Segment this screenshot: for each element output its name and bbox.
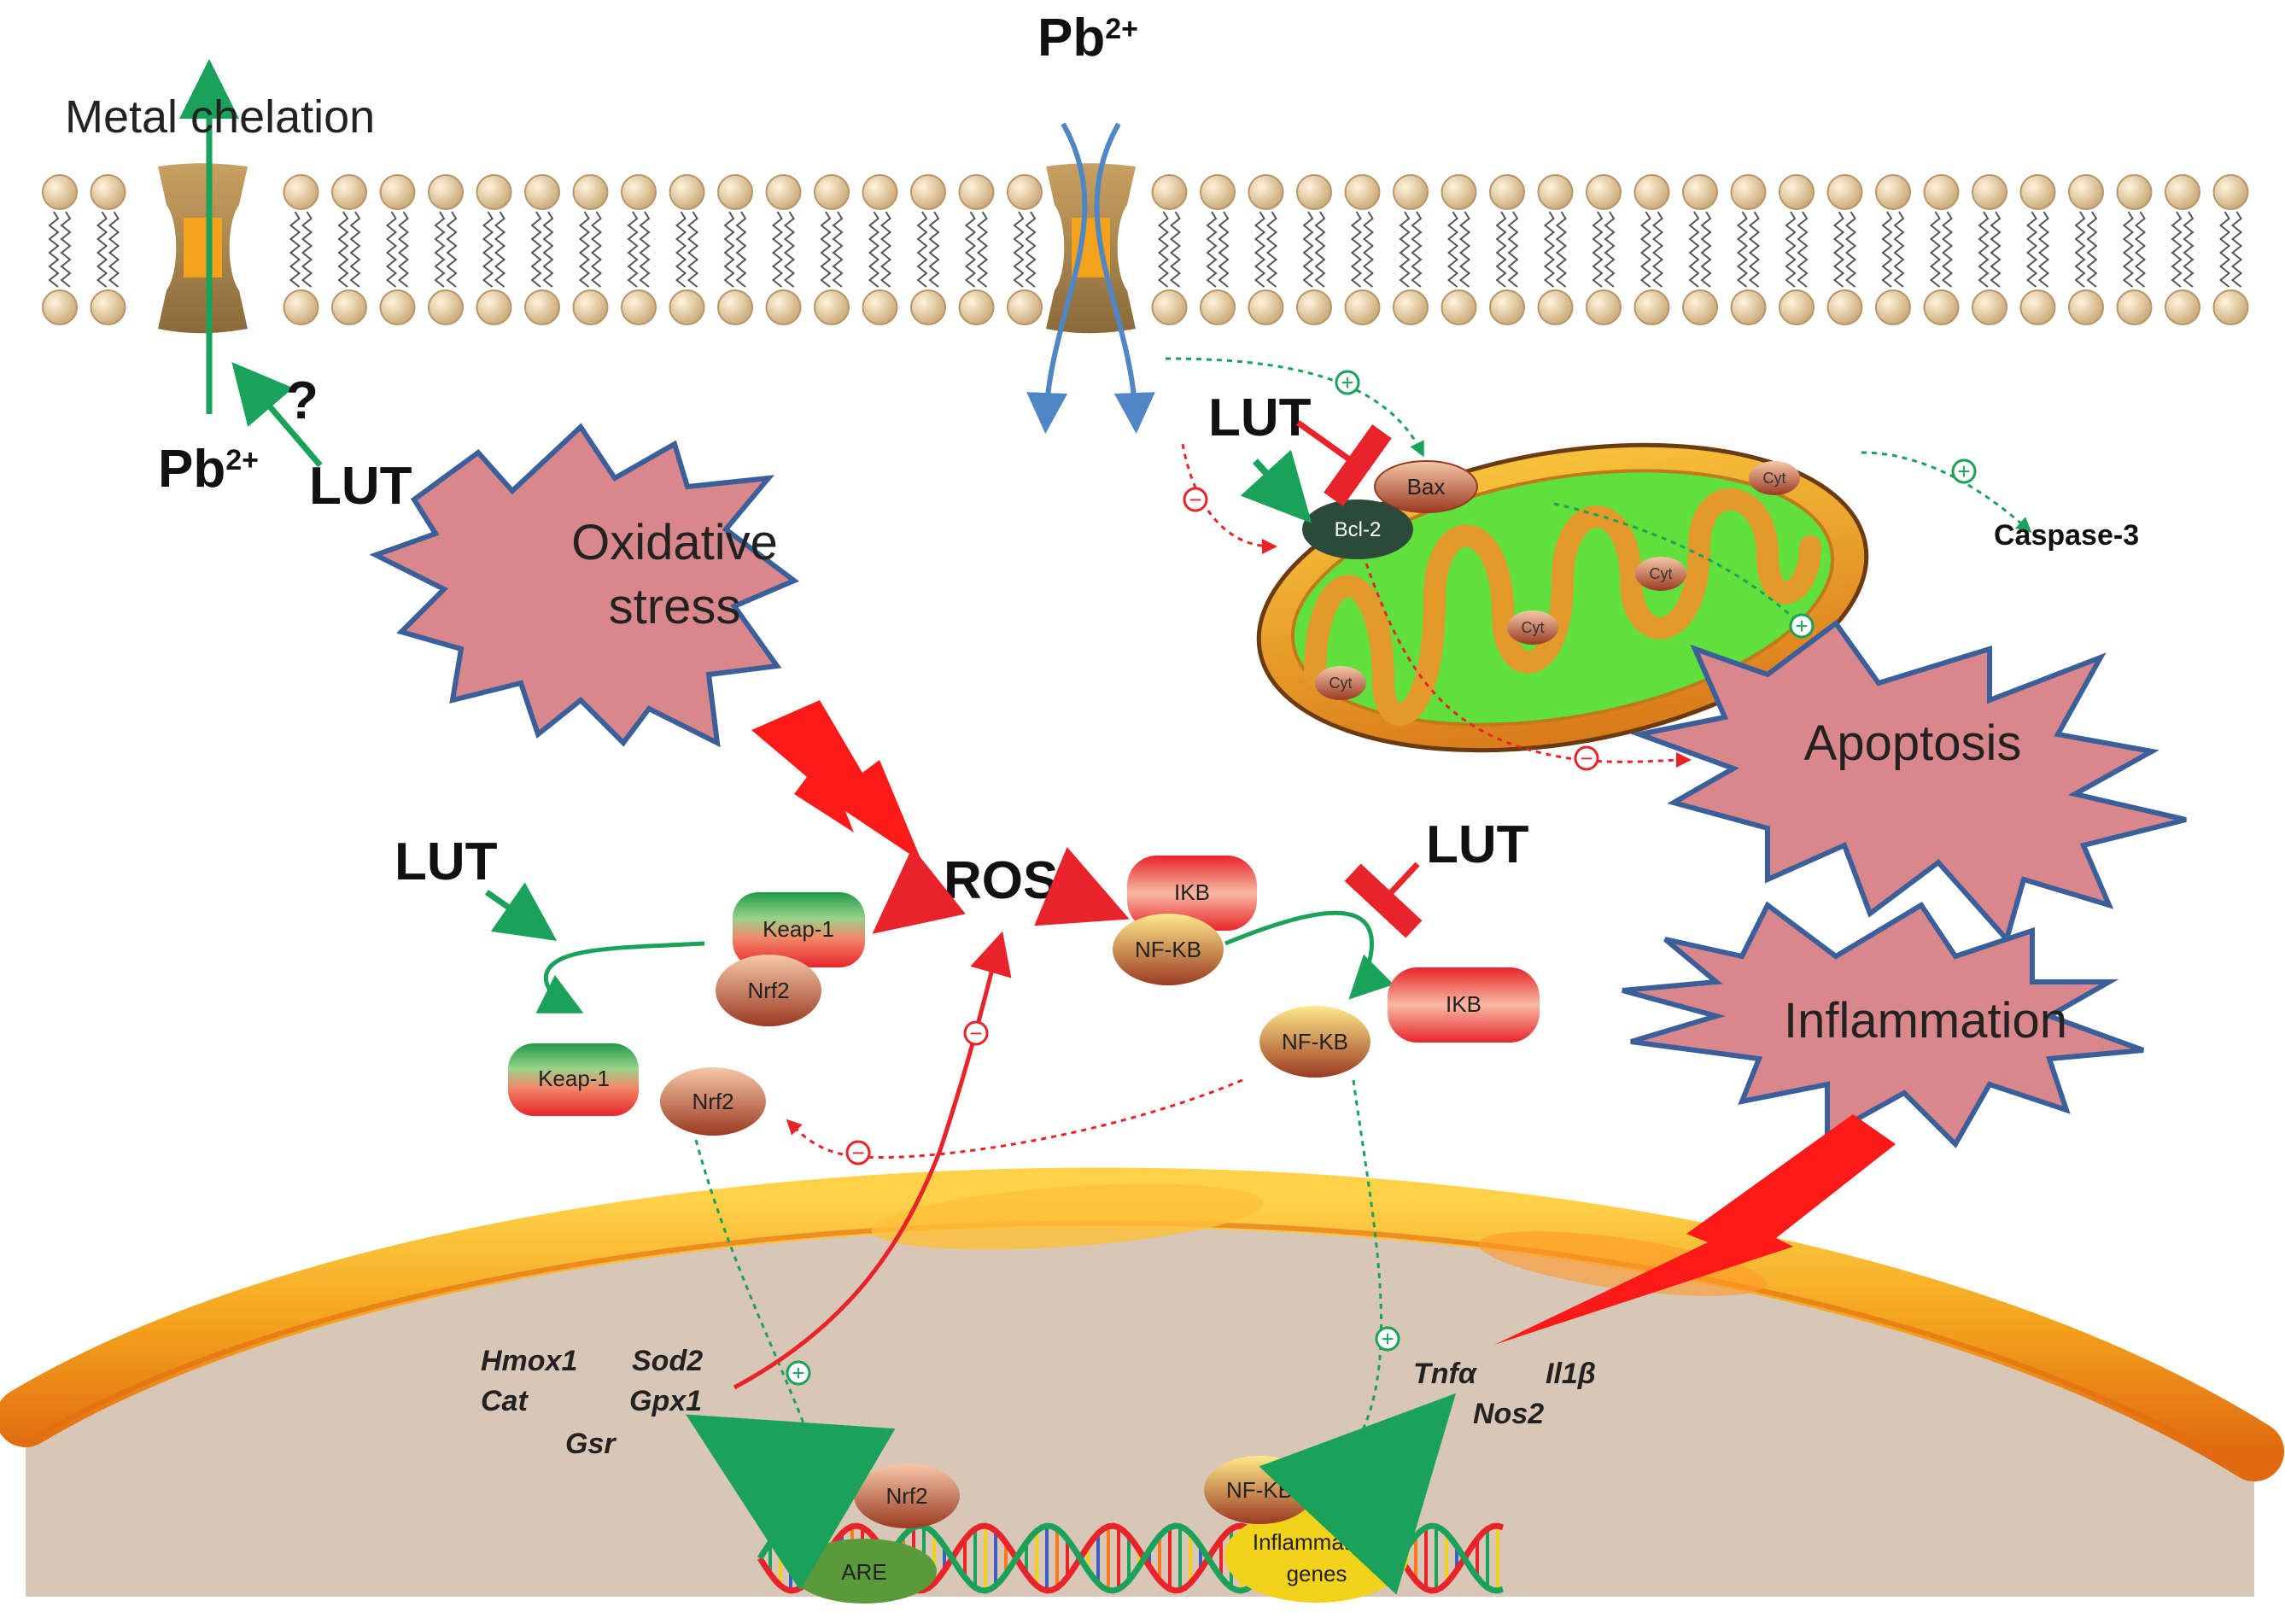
gene-tnfa: Tnfα	[1413, 1358, 1478, 1390]
minus-text-nfkb-nrf2: −	[851, 1140, 864, 1165]
svg-text:−: −	[1580, 745, 1592, 771]
svg-text:ARE: ARE	[841, 1559, 886, 1585]
inflammation-label: Inflammation	[1784, 993, 2067, 1049]
svg-text:Cyt: Cyt	[1650, 565, 1673, 582]
cyt-proteins: Cyt Cyt Cyt Cyt	[1315, 461, 1800, 700]
ros-to-ikb-arrow	[1034, 846, 1130, 926]
bax-protein: Bax	[1374, 460, 1478, 513]
nfkb-protein-free: NF-KB	[1259, 1006, 1370, 1078]
keap1-protein-free: Keap-1	[508, 1043, 639, 1116]
nfkb-to-inflammatory-genes	[1314, 1079, 1382, 1485]
antioxidant-inhibits-ros	[733, 931, 1012, 1390]
minus-marker-nfkb-nrf2	[845, 1140, 871, 1165]
lut-activates-bcl2	[1240, 449, 1312, 523]
sign-markers-mito: + − + + −	[1183, 370, 1977, 771]
svg-text:+: +	[1795, 613, 1808, 639]
caspase-3-label: Caspase-3	[1994, 519, 2139, 552]
svg-text:IKB: IKB	[1446, 991, 1481, 1017]
nrf2-protein-free: Nrf2	[660, 1067, 766, 1136]
ikb-protein-free: IKB	[1388, 967, 1540, 1043]
svg-text:Cyt: Cyt	[1763, 470, 1786, 487]
keap1-protein-bound: Keap-1	[733, 892, 865, 967]
nfkb-inhibits-nrf2	[786, 1078, 1243, 1159]
metal-chelation-label: Metal chelation	[65, 91, 375, 143]
lut-to-keap-arrow	[485, 882, 558, 941]
svg-text:Keap-1: Keap-1	[763, 916, 834, 942]
gene-gsr: Gsr	[565, 1428, 617, 1460]
nrf2-nuclear: Nrf2	[854, 1463, 960, 1528]
pb-channel-center	[1026, 122, 1155, 434]
lut-label-nrf2: LUT	[394, 832, 498, 891]
gene-nos2: Nos2	[1473, 1398, 1544, 1430]
apoptosis-burst: Apoptosis	[1629, 619, 2187, 945]
svg-text:NF-KB: NF-KB	[1282, 1029, 1348, 1054]
ros-label: ROS	[944, 851, 1058, 910]
svg-text:Nrf2: Nrf2	[692, 1089, 733, 1114]
lut-inhibits-bax	[1295, 420, 1392, 507]
svg-text:Cyt: Cyt	[1330, 675, 1353, 692]
svg-text:NF-KB: NF-KB	[1135, 937, 1201, 962]
svg-text:Bax: Bax	[1407, 474, 1446, 499]
nucleus	[0, 1167, 2284, 1597]
minus-marker-ros	[963, 1020, 989, 1046]
lightning-bolt-inflammation	[1494, 1114, 1896, 1345]
nfkb-protein-bound: NF-KB	[1113, 914, 1224, 985]
svg-text:genes: genes	[1287, 1561, 1347, 1586]
are-element: ARE	[792, 1539, 937, 1604]
gene-sod2: Sod2	[632, 1345, 703, 1377]
gene-gpx1: Gpx1	[629, 1385, 702, 1417]
pb-activates-bax	[1165, 357, 1424, 458]
bcl2-protein: Bcl-2	[1302, 499, 1413, 559]
svg-text:IKB: IKB	[1174, 879, 1210, 905]
svg-text:+: +	[1341, 370, 1353, 395]
oxidative-label: Oxidative	[571, 515, 778, 570]
bcl2-inhibits-apoptosis	[1365, 563, 1692, 768]
svg-text:Nrf2: Nrf2	[747, 978, 789, 1003]
pb-left-label: Pb2+	[158, 440, 259, 499]
gene-cat: Cat	[481, 1385, 529, 1417]
oxidative-stress-burst: Oxidative stress	[369, 423, 799, 748]
lut-label-mito: LUT	[1208, 388, 1312, 447]
cell-membrane	[42, 174, 2249, 325]
ros-to-keap-arrow	[872, 847, 966, 934]
gene-il1b: Il1β	[1546, 1358, 1596, 1390]
svg-text:Bcl-2: Bcl-2	[1335, 518, 1382, 541]
svg-text:Keap-1: Keap-1	[538, 1066, 610, 1091]
lut-label-chelation: LUT	[309, 457, 412, 516]
pb-inhibits-bcl2	[1181, 443, 1277, 554]
svg-text:NF-KB: NF-KB	[1226, 1477, 1293, 1503]
question-mark: ?	[286, 371, 318, 430]
keap-dissociation-arrow	[535, 941, 705, 1014]
inflammation-burst: Inflammation	[1622, 901, 2145, 1148]
are-to-antioxidant-genes	[686, 1414, 896, 1591]
lightning-bolt-ros	[751, 700, 922, 862]
svg-text:Inflammatory: Inflammatory	[1253, 1529, 1381, 1555]
metal-channel-left	[158, 163, 248, 334]
plus-text-nfkb: +	[1381, 1326, 1394, 1352]
plus-text-nrf2: +	[792, 1360, 804, 1386]
gene-hmox1: Hmox1	[481, 1345, 577, 1377]
stress-label: stress	[609, 579, 741, 634]
cyt-activates-caspase	[1861, 451, 2032, 533]
ikb-protein-bound: IKB	[1127, 856, 1257, 931]
svg-text:−: −	[1189, 487, 1201, 512]
svg-text:Cyt: Cyt	[1522, 619, 1545, 636]
pb-top-label: Pb2+	[1037, 9, 1138, 67]
genes-to-cytokines	[1259, 1393, 1457, 1595]
apoptosis-label: Apoptosis	[1804, 716, 2022, 771]
lut-inhibits-nfkb	[1344, 862, 1423, 938]
lut-label-nfkb: LUT	[1426, 815, 1529, 874]
svg-text:+: +	[1957, 459, 1970, 484]
lut-to-chelation-arrow	[231, 362, 323, 468]
minus-text-ros: −	[969, 1020, 982, 1046]
nfkb-nuclear: NF-KB	[1204, 1456, 1315, 1524]
plus-marker-nrf2	[786, 1360, 811, 1386]
nrf2-protein-bound: Nrf2	[716, 955, 821, 1026]
nfkb-dissociation-arrow	[1224, 910, 1394, 1000]
svg-text:Nrf2: Nrf2	[885, 1483, 927, 1509]
plus-marker-nfkb	[1375, 1326, 1400, 1352]
